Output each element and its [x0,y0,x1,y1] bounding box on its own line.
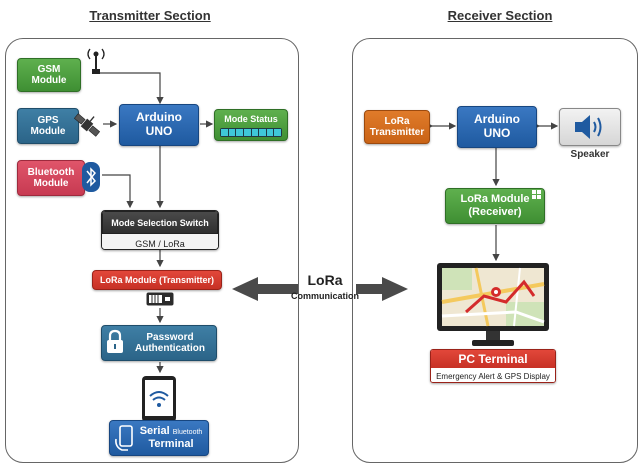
password-label-line2: Authentication [135,343,205,354]
speaker-icon [575,115,602,139]
bluetooth-icon [82,162,100,192]
rx-lora-module-line1: LoRa Module [460,193,530,206]
transmitter-section-title: Transmitter Section [89,8,211,23]
bluetooth-label-line1: Bluetooth [27,166,75,178]
gsm-label-line2: Module [31,75,67,86]
rx-arduino-line1: Arduino [474,112,520,127]
lora-link-title: LoRa [307,272,343,288]
rx-lora-module-line2: (Receiver) [468,206,522,218]
lora-arrow-right [356,277,408,301]
speaker-label: Speaker [570,149,610,160]
speaker-box [559,108,621,146]
phone-wifi-icon [142,376,176,422]
rx-lora-transmitter-line1: LoRa [384,115,410,127]
serial-terminal-line1: Serial Bluetooth [140,425,203,438]
monitor-map-icon [437,263,549,346]
hand-phone-icon [115,425,133,451]
chip-grid-icon [532,190,541,199]
rx-lora-transmitter-line2: Transmitter [369,127,425,138]
antenna-icon [87,48,105,74]
gps-label-line2: Module [30,126,66,137]
lora-link-subtitle: Communication [290,291,359,301]
battery-icon [146,292,174,306]
mode-switch-title: Mode Selection Switch [102,211,218,234]
mode-status-label: Mode Status [224,114,278,124]
status-led-bar [220,128,282,138]
mode-switch-options: GSM / LoRa [102,234,218,249]
password-label-line1: Password [146,331,194,343]
lora-arrow-left [232,277,298,301]
rx-lora-module-box: LoRa Module (Receiver) [445,188,545,224]
bluetooth-module-box: Bluetooth Module [17,160,85,196]
serial-terminal-word: Terminal [148,438,194,450]
pc-terminal-title: PC Terminal [431,350,555,368]
tx-arduino-line2: UNO [145,124,173,138]
gsm-to-arduino-line [97,72,164,105]
lock-icon [107,329,123,353]
pc-terminal-caption: Emergency Alert & GPS Display [431,368,555,382]
pc-terminal-box: PC Terminal Emergency Alert & GPS Displa… [430,349,556,383]
bluetooth-label-line2: Module [33,178,69,189]
receiver-section-title: Receiver Section [447,8,553,23]
rx-arduino-box: Arduino UNO [457,106,537,148]
tx-arduino-line1: Arduino [136,110,182,125]
gsm-label-line1: GSM [37,63,61,75]
tx-arduino-box: Arduino UNO [119,104,199,146]
gsm-module-box: GSM Module [17,58,81,92]
serial-bluetooth-word: Bluetooth [172,429,203,437]
mode-switch-box: Mode Selection Switch GSM / LoRa [101,210,219,250]
gps-module-box: GPS Module [17,108,79,144]
gps-label-line1: GPS [37,114,59,126]
mode-status-box: Mode Status [214,109,288,141]
serial-word: Serial [139,425,170,438]
password-box: Password Authentication [101,325,217,361]
bluetooth-to-switch-line [102,174,134,209]
rx-lora-transmitter-box: LoRa Transmitter [364,110,430,144]
satellite-icon [73,113,101,137]
lora-tx-box: LoRa Module (Transmitter) [92,270,222,290]
rx-arduino-line2: UNO [483,126,511,140]
lora-tx-label: LoRa Module (Transmitter) [99,274,214,285]
